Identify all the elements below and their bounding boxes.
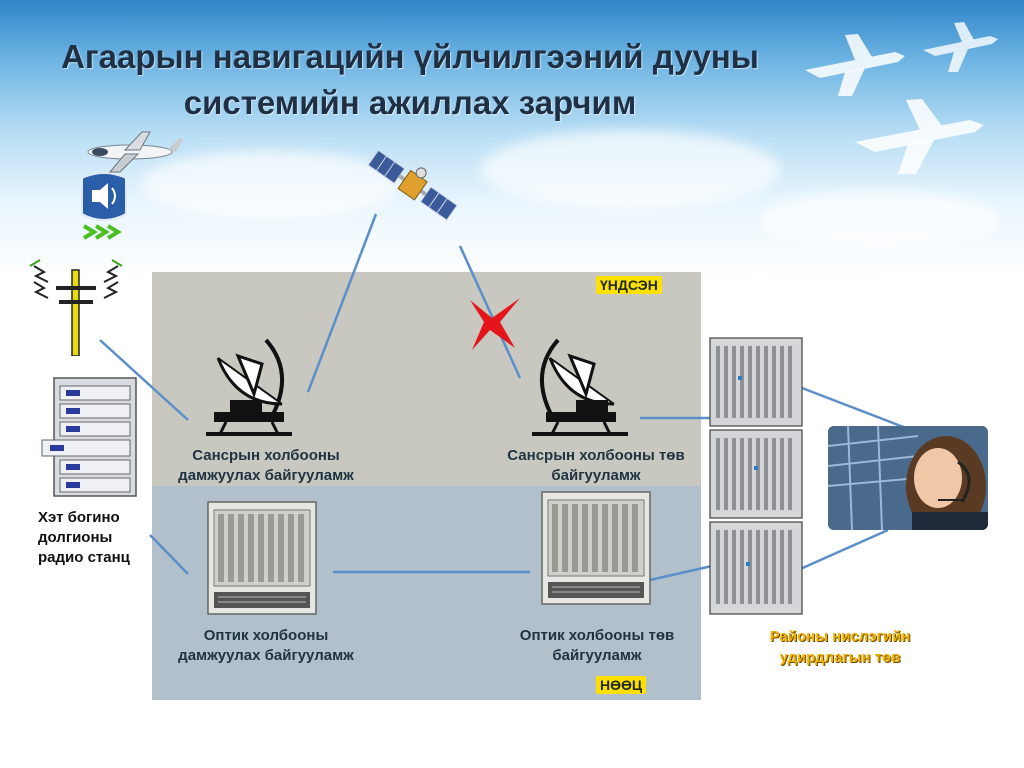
server-rack-icon bbox=[207, 501, 317, 615]
airplane-icon bbox=[805, 34, 905, 96]
server-rack-icon bbox=[541, 491, 651, 605]
label-line: Сансрын холбооны төв bbox=[507, 447, 685, 464]
opt-central-label: Оптик холбооны төв байгууламж bbox=[486, 626, 708, 666]
cloud bbox=[760, 190, 1000, 250]
radio-station-label: Хэт богино долгионы радио станц bbox=[38, 508, 130, 568]
radio-antenna-icon bbox=[29, 259, 123, 356]
link-opt-central-to-rack bbox=[649, 564, 713, 582]
label-line: Сансрын холбооны bbox=[192, 447, 340, 464]
link-radio-to-opt-relay bbox=[149, 534, 189, 575]
opt-relay-label: Оптик холбооны дамжуулах байгууламж bbox=[156, 626, 376, 666]
server-rack-icon bbox=[709, 337, 803, 615]
link-rack-to-operator-1 bbox=[801, 386, 907, 430]
sat-relay-label: Сансрын холбооны дамжуулах байгууламж bbox=[156, 446, 376, 486]
label-line: дамжуулах байгууламж bbox=[178, 467, 354, 484]
acc-label: Районы нислэгийн удирдлагын төв bbox=[740, 626, 940, 668]
link-failure-mark bbox=[470, 298, 520, 350]
label-line: Оптик холбооны bbox=[203, 627, 329, 644]
server-rack-icon bbox=[41, 377, 137, 497]
link-satellite-to-sat-central bbox=[458, 245, 522, 379]
cloud bbox=[480, 130, 780, 210]
primary-tag: ҮНДСЭН bbox=[596, 276, 662, 294]
label-line: Районы нислэгийн bbox=[769, 628, 911, 645]
label-line: байгууламж bbox=[551, 467, 641, 484]
link-rack-to-operator-2 bbox=[797, 528, 889, 572]
page-title: Агаарын навигацийн үйлчилгээний дууны си… bbox=[20, 34, 800, 126]
airplane-icon bbox=[87, 131, 183, 173]
label-line: байгууламж bbox=[552, 647, 642, 664]
airplane-icon bbox=[923, 22, 998, 72]
cloud bbox=[140, 150, 400, 220]
sat-central-label: Сансрын холбооны төв байгууламж bbox=[476, 446, 716, 486]
label-line: долгионы bbox=[38, 529, 113, 546]
title-line-2: системийн ажиллах зарчим bbox=[183, 84, 637, 121]
speaker-icon bbox=[81, 172, 127, 240]
label-line: Оптик холбооны төв bbox=[519, 627, 675, 644]
title-line-1: Агаарын навигацийн үйлчилгээний дууны bbox=[61, 38, 759, 75]
label-line: дамжуулах байгууламж bbox=[178, 647, 354, 664]
operator-photo bbox=[828, 426, 988, 530]
satellite-dish-icon bbox=[532, 338, 628, 436]
satellite-dish-icon bbox=[206, 338, 292, 436]
link-sat-relay-to-satellite bbox=[306, 213, 378, 393]
label-line: радио станц bbox=[38, 549, 130, 566]
backup-tag: НӨӨЦ bbox=[596, 676, 647, 694]
satellite-icon bbox=[367, 149, 458, 221]
link-antenna-to-sat-relay bbox=[99, 339, 189, 421]
label-line: Хэт богино bbox=[38, 509, 120, 526]
airplane-icon bbox=[855, 99, 984, 174]
label-line: удирдлагын төв bbox=[779, 649, 901, 666]
